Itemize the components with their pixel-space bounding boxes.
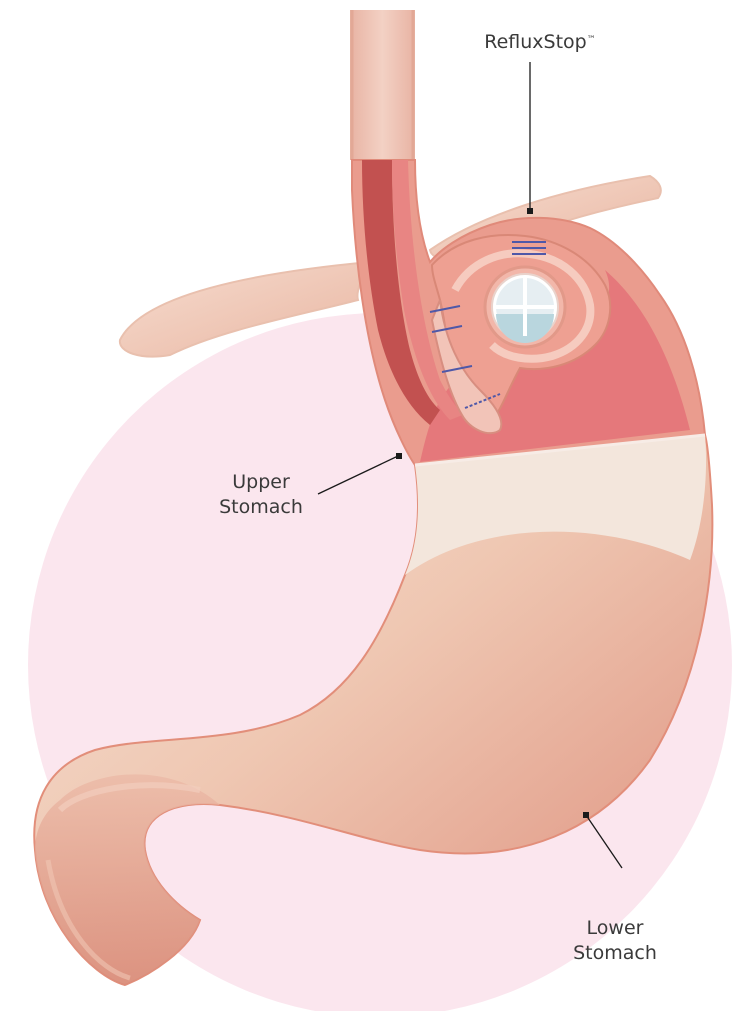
label-lower-stomach: Lower Stomach xyxy=(560,916,670,966)
lower-stomach-pointer xyxy=(583,812,589,818)
refluxstop-device xyxy=(485,267,565,347)
label-upper-stomach: Upper Stomach xyxy=(206,470,316,520)
upper-stomach-pointer xyxy=(396,453,402,459)
label-refluxstop: RefluxStop™ xyxy=(440,30,640,55)
refluxstop-pointer xyxy=(527,208,533,214)
esophagus-upper xyxy=(350,10,415,160)
